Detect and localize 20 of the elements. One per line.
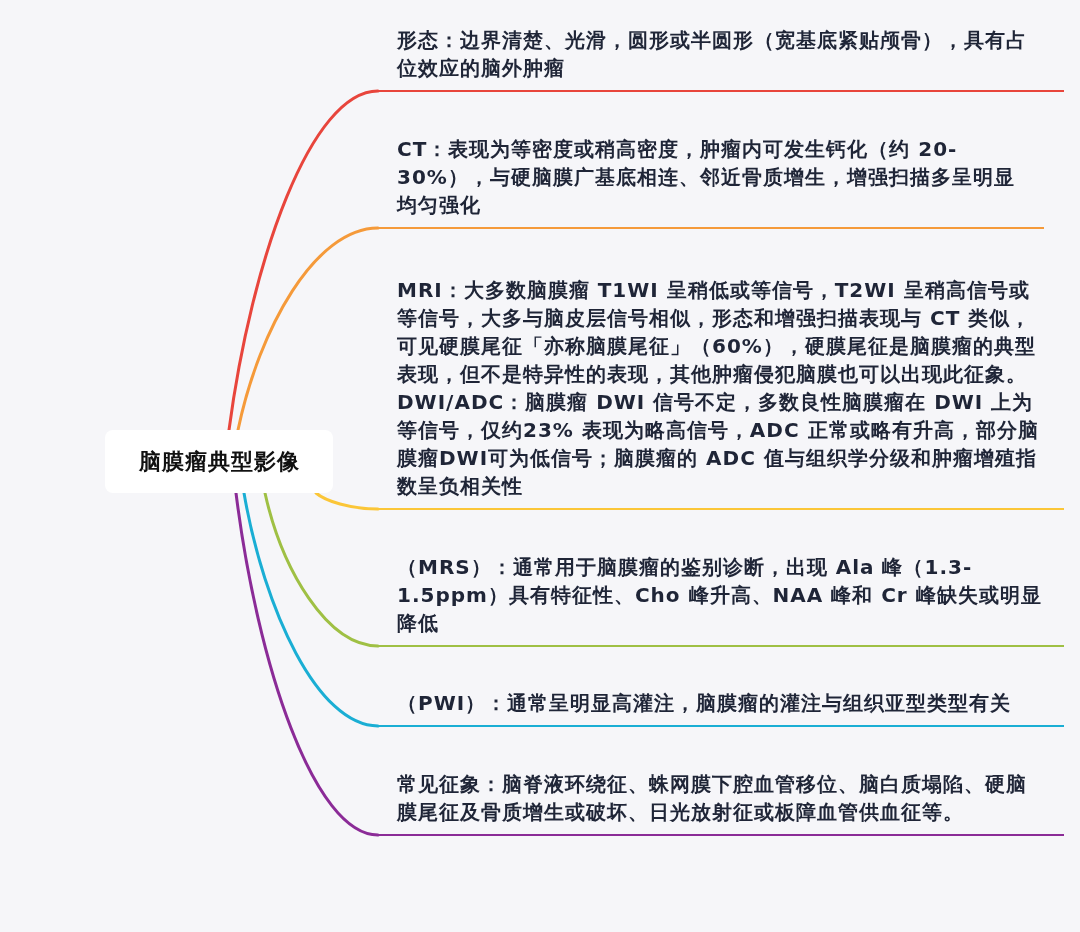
branch-topic xyxy=(378,276,1064,510)
topic-text: CT：表现为等密度或稍高密度，肿瘤内可发生钙化（约 20-30%），与硬脑膜广基底相连、邻近骨质增生，增强扫描多呈明显均匀强化 xyxy=(397,136,1016,219)
central-topic: 脑膜瘤典型影像 xyxy=(105,430,333,493)
branch-line xyxy=(236,226,380,432)
topic-text: 形态：边界清楚、光滑，圆形或半圆形（宽基底紧贴颅骨），具有占位效应的脑外肿瘤 xyxy=(397,27,1028,82)
branch-line xyxy=(242,491,380,728)
topic-text: 常见征象：脑脊液环绕征、蛛网膜下腔血管移位、脑白质塌陷、硬脑膜尾征及骨质增生或破坏、日光放射征或板障血管供血征等。 xyxy=(397,771,1028,826)
topic-text: DWI/ADC：脑膜瘤 DWI 信号不定，多数良性脑膜瘤在 DWI 上为等信号，仅约23% 表现为略高信号，ADC 正常或略有升高，部分脑膜瘤DWI可为低信号；脑膜瘤的 ADC 值与组织学分级和肿瘤增殖指数呈负相关性 xyxy=(397,389,1040,500)
branch-line xyxy=(227,89,380,432)
topic-text: （MRS）：通常用于脑膜瘤的鉴别诊断，出现 Ala 峰（1.3-1.5ppm）具有特征性、Cho 峰升高、NAA 峰和 Cr 峰缺失或明显降低 xyxy=(397,554,1043,637)
branch-topic xyxy=(378,26,1064,92)
topic-text: （PWI）：通常呈明显高灌注，脑膜瘤的灌注与组织亚型类型有关 xyxy=(397,690,1013,717)
branch-topic xyxy=(378,135,1044,229)
branch-topic xyxy=(378,553,1064,647)
branch-topic xyxy=(378,770,1064,836)
branch-line xyxy=(263,491,380,648)
branch-line xyxy=(234,491,380,837)
branch-line xyxy=(314,491,380,511)
branch-topic xyxy=(378,689,1064,727)
topic-text: MRI：大多数脑膜瘤 T1WI 呈稍低或等信号，T2WI 呈稍高信号或等信号，大多与脑皮层信号相似，形态和增强扫描表现与 CT 类似，可见硬膜尾征「亦称脑膜尾征」（60%），硬膜尾征是脑膜瘤的典型表现，但不是特异性的表现，其他肿瘤侵犯脑膜也可以出现此征象。 xyxy=(397,277,1037,388)
